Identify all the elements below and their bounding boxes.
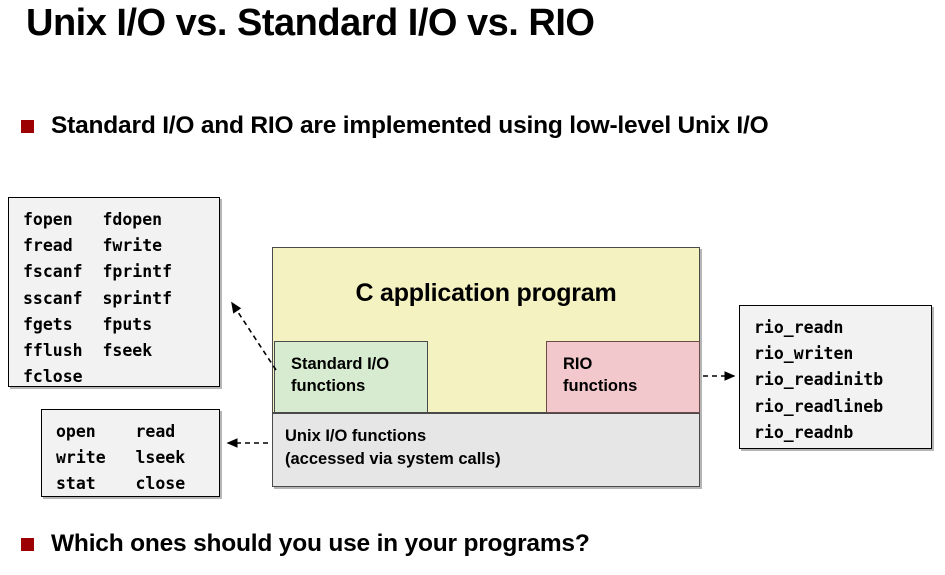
code-line: rio_readnb (754, 422, 854, 442)
unix-io-label-line1: Unix I/O functions (285, 427, 427, 445)
unix-io-label-line2: (accessed via system calls) (285, 450, 501, 468)
bullet-item-bottom: Which ones should you use in your progra… (21, 530, 590, 558)
stdio-connector-arrow (231, 301, 277, 371)
code-line: stat close (56, 474, 186, 494)
code-line: fclose (23, 367, 83, 387)
bullet-square-icon (21, 537, 34, 551)
code-line: rio_writen (754, 344, 854, 364)
stdio-functions-box: fopen fdopen fread fwrite fscanf fprintf… (8, 197, 220, 387)
c-application-label: C application program (355, 279, 617, 307)
rio-label-line1: RIO (563, 355, 593, 373)
code-line: fgets fputs (23, 314, 153, 334)
code-line: rio_readinitb (754, 370, 884, 390)
rio-label-line2: functions (563, 377, 638, 395)
rio-layer: RIO functions (546, 341, 700, 413)
bullet-top-label: Standard I/O and RIO are implemented usi… (51, 112, 769, 139)
bullet-item-top: Standard I/O and RIO are implemented usi… (21, 112, 769, 140)
page-title: Unix I/O vs. Standard I/O vs. RIO (26, 2, 595, 44)
code-line: fscanf fprintf (23, 262, 173, 282)
code-line: sscanf sprintf (23, 288, 173, 308)
code-line: write lseek (56, 448, 186, 468)
code-line: rio_readlineb (754, 396, 884, 416)
bullet-square-icon (21, 119, 34, 133)
bullet-bottom-label: Which ones should you use in your progra… (51, 530, 590, 557)
code-line: open read (56, 422, 176, 441)
standard-io-label-line1: Standard I/O (291, 355, 390, 373)
code-line: fopen fdopen (23, 210, 163, 229)
standard-io-layer: Standard I/O functions (274, 341, 428, 413)
layered-architecture-diagram: C application program Standard I/O funct… (272, 247, 700, 487)
code-line: fread fwrite (23, 236, 163, 256)
unix-functions-box: open read write lseek stat close (41, 409, 220, 497)
standard-io-label-line2: functions (291, 377, 366, 395)
code-line: fflush fseek (23, 341, 153, 361)
unix-io-layer: Unix I/O functions (accessed via system … (273, 413, 699, 486)
rio-functions-box: rio_readn rio_writen rio_readinitb rio_r… (739, 305, 932, 449)
code-line: rio_readn (754, 318, 844, 337)
